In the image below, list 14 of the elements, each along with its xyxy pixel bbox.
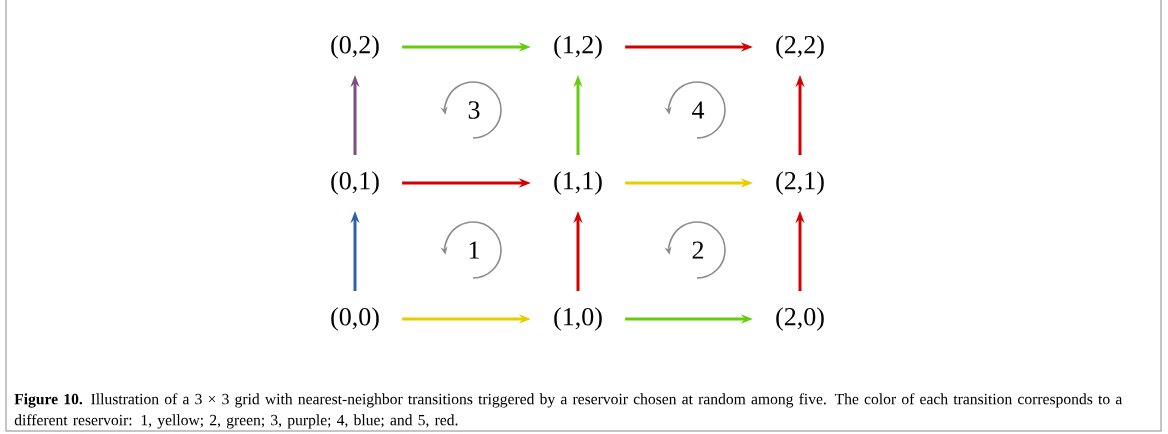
cycle-number: 2: [692, 241, 704, 259]
grid-state: (0,2): [331, 35, 379, 59]
grid-state: (2,0): [776, 307, 824, 331]
cycle-number: 1: [469, 241, 479, 259]
grid-state: (0,1): [331, 171, 379, 195]
cycle-number: 3: [468, 101, 480, 119]
grid-state: (1,0): [554, 307, 602, 331]
grid-state: (2,2): [776, 35, 824, 59]
caption: Figure 10. Illustration of a 3 × 3 grid with nearest-neighbor transitions triggered by a reservoir chosen at random among five. The color of each transition corresponds to a different reservoir: 1, yellow; 2, green; 3, purple; 4, blue; and 5, red.: [14, 393, 1123, 429]
grid-state: (0,0): [331, 307, 379, 331]
grid-state: (2,1): [776, 171, 824, 195]
cycle-number: 4: [692, 101, 705, 119]
grid-state: (1,2): [554, 35, 602, 59]
grid-state: (1,1): [554, 171, 602, 195]
